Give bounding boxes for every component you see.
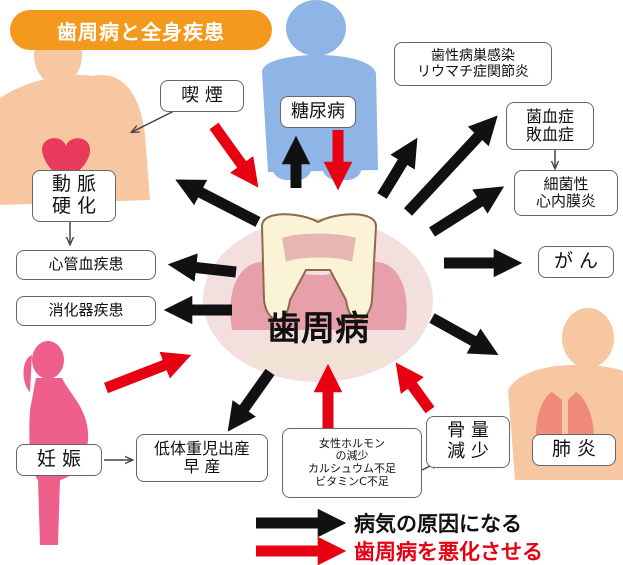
cause-arrow-cardiovascular (167, 253, 237, 282)
box-digestive: 消化器疾患 (16, 296, 156, 326)
center-label: 歯周病 (267, 308, 369, 349)
legend-cause: 病気の原因になる (252, 510, 522, 536)
tooth-illustration (203, 213, 433, 382)
cause-arrow-rheumatism (377, 137, 418, 199)
box-diabetes: 糖尿病 (280, 96, 356, 128)
box-smoking: 喫 煙 (160, 80, 244, 112)
box-cancer: が ん (538, 246, 614, 278)
worsen-arrow-smoking (209, 122, 259, 188)
heart-icon (42, 138, 91, 184)
cause-arrow-pneumonia (429, 313, 499, 355)
diabetic-figure (262, 0, 378, 180)
box-rheumatism: 歯性病巣感染 リウマチ症関節炎 (394, 42, 552, 86)
worsen-arrow-pregnancy (104, 351, 192, 394)
legend-cause-label: 病気の原因になる (354, 512, 522, 536)
cause-arrow-lowbirth (227, 368, 275, 432)
box-boneloss: 骨 量 減 少 (426, 416, 510, 468)
box-lowbirth: 低体重児出産 早 産 (136, 434, 268, 482)
smoking-to-heart-connector (132, 107, 181, 132)
worsen-arrow-boneloss (395, 362, 435, 414)
box-hormone: 女性ホルモン の減少 カルシュウム不足 ビタミンC不足 (282, 428, 422, 498)
box-sepsis: 菌血症 敗血症 (506, 102, 594, 150)
cause-arrow-endocarditis (429, 186, 505, 237)
legend-worsen: 歯周病を悪化させる (252, 538, 543, 564)
box-pregnancy: 妊 娠 (16, 444, 102, 476)
pregnant-woman-figure (23, 341, 89, 545)
legend-worsen-label: 歯周病を悪化させる (354, 540, 543, 564)
box-pneumonia: 肺 炎 (532, 434, 616, 466)
box-cardiovascular: 心管血疾患 (16, 250, 156, 280)
worsen-arrows (104, 122, 435, 428)
page-title: 歯周病と全身疾患 (10, 10, 272, 50)
cause-arrow-arteriosclerosis (175, 179, 261, 227)
box-arteriosclerosis: 動 脈 硬 化 (32, 170, 116, 222)
cause-arrow-sepsis (403, 115, 498, 216)
box-endocarditis: 細菌性 心内膜炎 (514, 170, 618, 216)
cause-arrows (163, 115, 523, 432)
